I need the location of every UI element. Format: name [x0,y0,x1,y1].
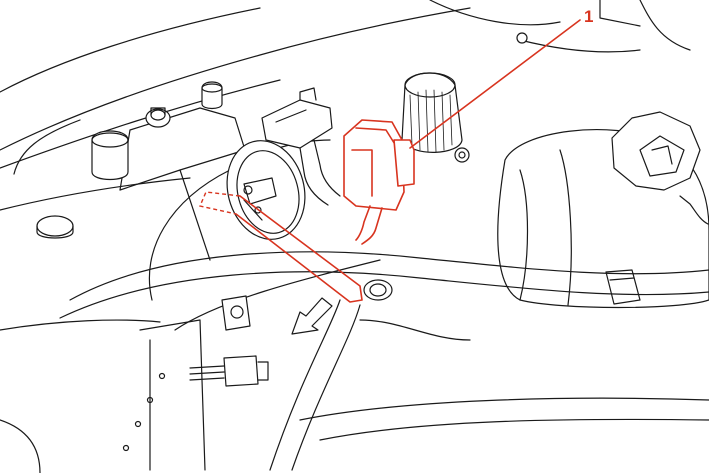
lower-bracket [122,319,206,471]
wiring-connector-top [261,87,341,206]
reservoir-cap [611,111,709,225]
body-plug [36,215,74,239]
highlighted-module [343,119,415,245]
rubber-stopper [201,81,223,110]
direction-arrow-icon [291,297,333,335]
main-hose [59,251,709,319]
small-screws [454,32,528,163]
callout-1-label: 1 [584,7,593,26]
bulb-access-opening [226,140,306,240]
bumper-lower [0,319,709,473]
wiring-connector-lower [189,355,269,387]
hose-clamp-right [605,269,641,305]
rubber-stopper-large [91,130,129,181]
highlighted-cable-path [199,191,363,303]
callout-1: 1 [409,7,593,149]
hose-fitting [363,279,393,301]
mounting-bolt [145,107,171,128]
mounting-post [221,295,251,331]
lower-hose [269,299,471,471]
